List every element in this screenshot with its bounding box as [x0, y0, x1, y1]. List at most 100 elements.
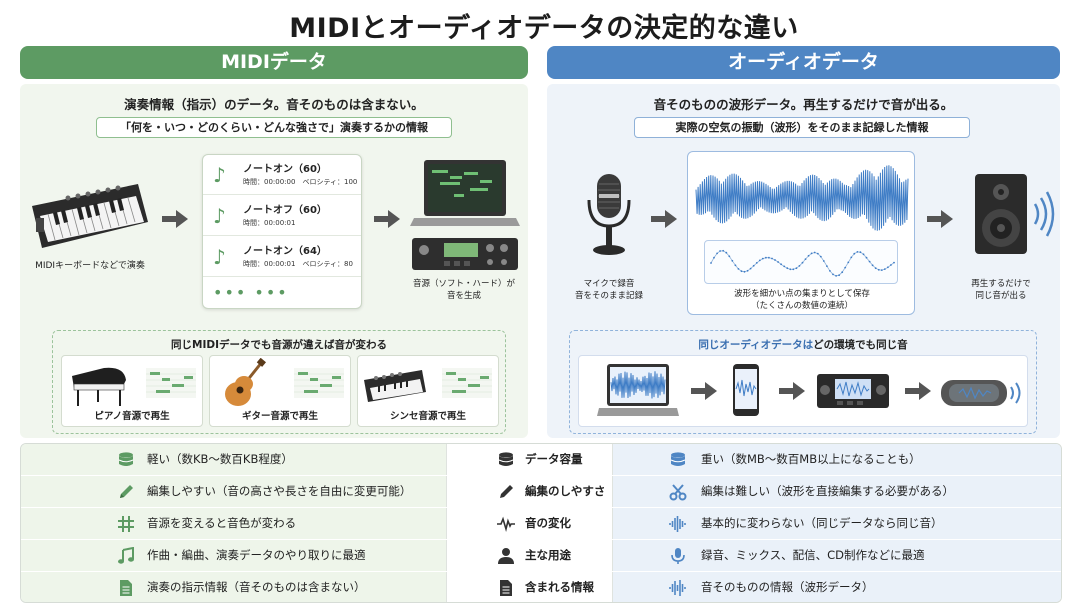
- scissors-icon: [669, 484, 687, 501]
- audio-note-box: 実際の空気の振動（波形）をそのまま記録した情報: [634, 117, 970, 138]
- arrow-right-icon: [651, 210, 677, 228]
- midi-cell: 編集しやすい（音の高さや長さを自由に変更可能）: [21, 476, 446, 507]
- sample-point: [746, 269, 749, 272]
- label-cell: 含まれる情報: [446, 572, 613, 602]
- sample-point: [890, 264, 892, 266]
- instrument-card-synth: シンセ音源で再生: [357, 355, 499, 427]
- laptop-daw-icon: [410, 160, 520, 226]
- instrument-label: シンセ音源で再生: [389, 411, 466, 422]
- instrument-label: ピアノ音源で再生: [94, 411, 170, 422]
- audio-value: 基本的に変わらない（同じデータなら同じ音）: [701, 516, 943, 530]
- row-label: 音の変化: [525, 516, 571, 530]
- sample-point: [789, 268, 792, 271]
- sample-point: [859, 251, 862, 254]
- music-note-icon: [118, 547, 134, 564]
- midi-keyboard-icon: [32, 184, 148, 248]
- sample-point: [713, 256, 715, 259]
- synth-module-icon: [412, 238, 518, 270]
- midi-value: 作曲・編曲、演奏データのやり取りに最適: [147, 548, 366, 562]
- sample-point: [783, 265, 786, 268]
- sample-point: [865, 256, 868, 259]
- grid-icon: [118, 516, 134, 532]
- sample-point: [838, 274, 840, 277]
- sample-point: [850, 256, 853, 259]
- audio-cell: 音そのものの情報（波形データ）: [613, 572, 1061, 602]
- sample-point: [804, 258, 807, 260]
- database-icon: [670, 452, 686, 466]
- audio-value: 音そのものの情報（波形データ）: [701, 580, 874, 594]
- sample-point: [832, 273, 834, 276]
- sample-point: [792, 268, 795, 271]
- sample-point: [807, 254, 810, 257]
- sample-point: [883, 268, 886, 270]
- row-label: 含まれる情報: [525, 580, 594, 594]
- sample-point: [795, 267, 798, 270]
- database-icon: [118, 452, 134, 466]
- row-label: データ容量: [525, 452, 583, 466]
- list-item: ♪ ノートオフ（60） 時間：00:00:01: [203, 196, 361, 236]
- sample-point: [780, 263, 782, 266]
- midi-panel: 演奏情報（指示）のデータ。音そのものは含まない。 「何を・いつ・どのくらい・どん…: [20, 84, 528, 438]
- car-stereo-icon: [817, 374, 889, 408]
- midi-value: 音源を変えると音色が変わる: [147, 516, 297, 530]
- sample-point: [880, 269, 883, 271]
- label-cell: データ容量: [446, 444, 613, 475]
- event-detail: 時間：00:00:01 ベロシティ：80: [243, 260, 353, 268]
- instrument-card-piano: ピアノ音源で再生: [61, 355, 203, 427]
- sample-point: [749, 267, 752, 270]
- sample-point: [822, 260, 825, 262]
- caption-line: 再生するだけで: [971, 279, 1031, 289]
- pencil-icon: [120, 485, 133, 498]
- sample-point: [765, 256, 767, 259]
- audio-cell: 編集は難しい（波形を直接編集する必要がある）: [613, 476, 1061, 507]
- sample-point: [768, 256, 770, 259]
- arrow-right-icon: [374, 210, 400, 228]
- midi-value: 編集しやすい（音の高さや長さを自由に変更可能）: [147, 484, 412, 498]
- sample-point: [813, 251, 816, 254]
- sample-point: [847, 261, 850, 264]
- speaker-caption: 再生するだけで 同じ音が出る: [949, 278, 1053, 302]
- sample-point: [731, 259, 734, 262]
- midi-cell: 軽い（数KB〜数百KB程度）: [21, 444, 446, 475]
- device-strip: [578, 355, 1028, 427]
- person-icon: [498, 548, 514, 564]
- midi-note-box: 「何を・いつ・どのくらい・どんな強さで」演奏するかの情報: [96, 117, 452, 138]
- database-icon: [498, 452, 514, 466]
- smartphone-icon: [733, 364, 759, 416]
- audio-header: オーディオデータ: [547, 46, 1060, 79]
- sample-point: [877, 268, 880, 271]
- row-label: 編集のしやすさ: [525, 484, 606, 498]
- pulse-icon: [497, 516, 515, 533]
- sound-source-caption: 音源（ソフト・ハード）が 音を生成: [400, 278, 528, 302]
- caption-line: （たくさんの数値の連続）: [750, 301, 853, 311]
- instrument-card-guitar: ギター音源で再生: [209, 355, 351, 427]
- audio-lead: 音そのものの波形データ。再生するだけで音が出る。: [653, 97, 954, 112]
- mic-caption: マイクで録音 音をそのまま記録: [555, 278, 663, 302]
- sample-zoom-box: [704, 240, 898, 284]
- label-cell: 音の変化: [446, 508, 613, 539]
- sample-point: [774, 259, 776, 261]
- audio-panel: 音そのものの波形データ。再生するだけで音が出る。 実際の空気の振動（波形）をその…: [547, 84, 1060, 438]
- midi-value: 演奏の指示情報（音そのものは含まない）: [147, 580, 366, 594]
- caption-line: 音を生成: [446, 291, 481, 301]
- event-name: ノートオン（64）: [243, 246, 327, 257]
- table-row: 編集しやすい（音の高さや長さを自由に変更可能） 編集のしやすさ 編集は難しい（波…: [21, 476, 1061, 507]
- piano-roll-icon: [294, 368, 344, 398]
- audio-value: 録音、ミックス、配信、CD制作などに最適: [701, 548, 925, 562]
- label-cell: 主な用途: [446, 540, 613, 571]
- sample-point: [752, 264, 755, 267]
- sample-point: [716, 252, 718, 255]
- sample-point: [734, 264, 737, 267]
- caption-line: 音をそのまま記録: [574, 291, 643, 301]
- audio-waveform: [695, 165, 909, 231]
- laptop-icon: [597, 364, 679, 416]
- sample-point: [786, 267, 789, 270]
- device-title-part: どの環境でも同じ音: [813, 339, 908, 351]
- arrow-right-icon: [927, 210, 953, 228]
- midi-event-list: ♪ ノートオン（60） 時間：00:00:00 ベロシティ：100 ♪ ノートオ…: [202, 154, 362, 309]
- speaker-icon: [975, 174, 1055, 254]
- event-name: ノートオン（60）: [243, 164, 327, 175]
- sample-point: [826, 265, 828, 267]
- sample-point: [801, 261, 804, 264]
- midi-cell: 作曲・編曲、演奏データのやり取りに最適: [21, 540, 446, 571]
